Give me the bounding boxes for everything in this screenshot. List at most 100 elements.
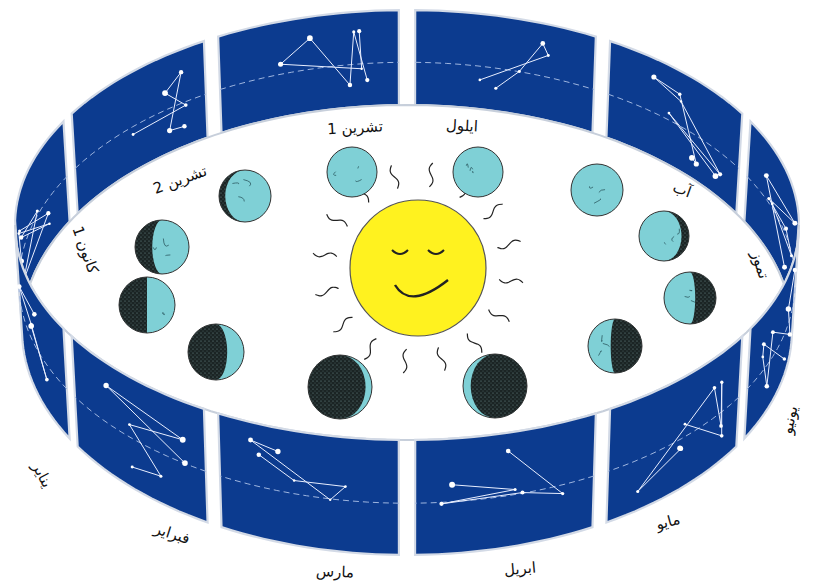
constellation-line (480, 43, 548, 88)
panel-face (218, 413, 399, 555)
globe-mark (599, 351, 602, 356)
star-dot (162, 90, 168, 96)
globe-outline (135, 220, 189, 274)
star-dot (17, 284, 22, 289)
globe-mark (466, 164, 468, 168)
star-dot (479, 79, 482, 82)
constellation-line (19, 287, 47, 380)
month-label: كانون 1 (69, 224, 101, 276)
globe-shadow (119, 277, 147, 333)
moon-globe (639, 211, 689, 261)
star-dot (547, 54, 550, 57)
sun-ray (499, 279, 523, 283)
star-dot (128, 423, 131, 426)
globe-mark (685, 296, 690, 298)
star-dot (790, 254, 793, 257)
star-dot (48, 222, 50, 224)
star-dot (344, 485, 347, 488)
star-dot (713, 386, 717, 390)
star-dot (131, 466, 134, 469)
ecliptic-line (220, 476, 399, 503)
sun-smile (395, 280, 448, 296)
star-dot (792, 221, 797, 226)
moon-globe (327, 147, 377, 197)
star-dot (278, 62, 283, 67)
month-label: يناير (29, 460, 56, 490)
star-dot (28, 323, 34, 329)
globe-mark (601, 335, 603, 341)
star-dot (360, 68, 362, 70)
star-dot (19, 235, 23, 239)
star-dot (561, 492, 564, 495)
sun-ray (313, 253, 337, 257)
star-dot (365, 78, 369, 82)
ecliptic-line (19, 287, 67, 389)
globe-mark (677, 229, 679, 234)
star-dot (36, 209, 39, 212)
star-dot (651, 74, 656, 79)
globe-outline (327, 147, 377, 197)
constellation-line (638, 382, 722, 491)
globe-mark (166, 254, 171, 256)
star-dot (771, 330, 775, 334)
star-dot (182, 124, 186, 128)
globe-lit (135, 220, 189, 274)
star-dot (357, 29, 361, 33)
globe-lit (219, 170, 271, 222)
star-dot (46, 211, 50, 215)
globe-mark (163, 239, 168, 247)
star-dot (684, 423, 687, 426)
moon-globe (119, 277, 175, 333)
globe-lit (453, 147, 503, 197)
star-dot (132, 133, 135, 136)
sun-ray (390, 165, 399, 188)
panel-face (72, 336, 208, 522)
globe-mark (664, 242, 665, 244)
moon-globe (219, 170, 271, 222)
star-dot (680, 100, 682, 102)
globe-outline (571, 164, 623, 216)
panel-face (15, 230, 70, 439)
star-dot (761, 356, 764, 359)
globe-mark (599, 190, 605, 193)
month-label: يونيو (779, 404, 801, 435)
globe-outline (664, 272, 716, 324)
star-dot (179, 70, 183, 74)
constellation-line (763, 270, 795, 386)
constellation-panel (72, 336, 208, 522)
globe-mark (153, 247, 156, 249)
constellation-line (106, 385, 185, 476)
star-dot (540, 41, 545, 46)
month-label: تشرين 1 (327, 118, 384, 137)
globe-lit (639, 211, 689, 261)
star-dot (636, 490, 639, 493)
sun-disc (350, 200, 486, 336)
globe-shadow (188, 324, 227, 380)
globe-lit (664, 272, 716, 324)
star-dot (32, 312, 37, 317)
sun-ray (483, 204, 502, 218)
globe-lit (308, 355, 372, 419)
star-dot (45, 378, 49, 382)
star-dot (103, 383, 108, 388)
star-dot (764, 173, 769, 178)
star-dot (678, 92, 681, 95)
star-dot (514, 488, 517, 491)
star-dot (784, 227, 788, 231)
globe-lit (463, 354, 527, 418)
globe-mark (232, 183, 238, 184)
star-dot (677, 446, 682, 451)
star-dot (762, 342, 766, 346)
star-dot (248, 438, 253, 443)
month-label: ايلول (446, 117, 479, 135)
star-dot (771, 202, 774, 205)
globe-mark (357, 166, 359, 168)
moon-globe (135, 220, 189, 274)
globe-outline (188, 324, 244, 380)
month-label: تشرين 2 (151, 163, 209, 198)
sun-symbol (350, 200, 486, 336)
star-dot (257, 452, 262, 457)
sun-ray (364, 339, 376, 360)
ecliptic-line (415, 476, 594, 503)
globe-mark (472, 171, 473, 173)
